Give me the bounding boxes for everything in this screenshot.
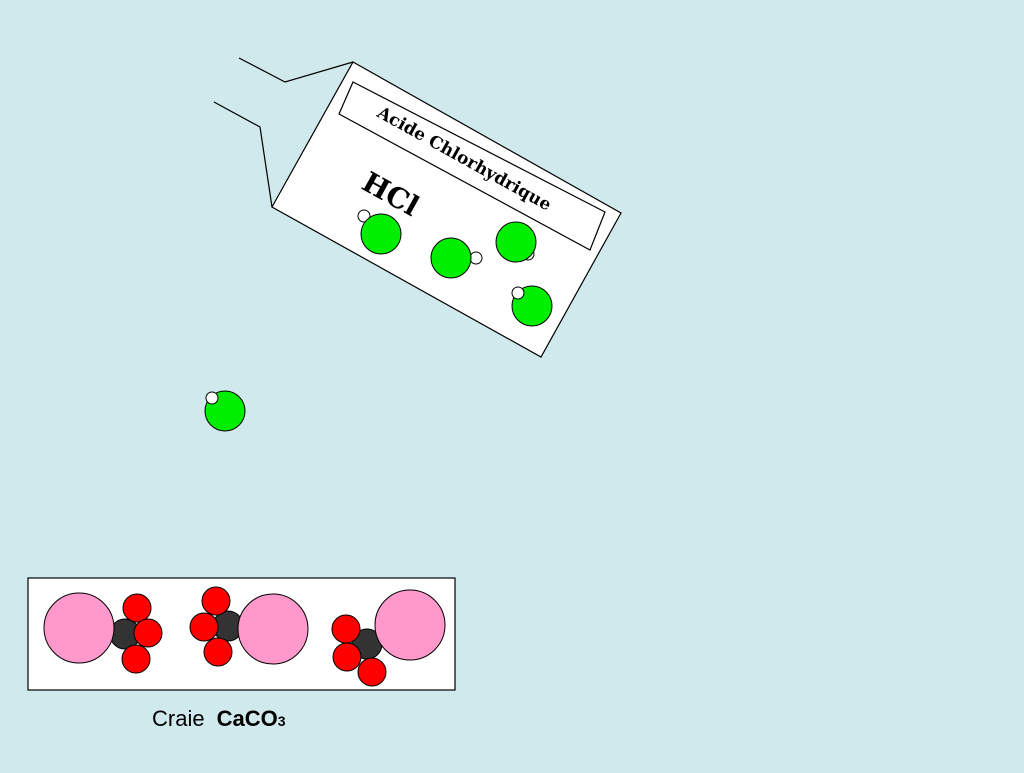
caco3-molecule bbox=[43, 592, 163, 674]
bottle-neck-top bbox=[238, 57, 354, 83]
hcl-molecule bbox=[495, 221, 537, 263]
chalk-formula-subscript: 3 bbox=[277, 713, 286, 729]
caco3-molecule bbox=[331, 589, 446, 687]
chalk-block bbox=[27, 577, 456, 691]
chalk-name: Craie bbox=[152, 706, 205, 731]
bottle-neck-bottom bbox=[213, 101, 273, 208]
hcl-molecule bbox=[511, 285, 553, 327]
hcl-molecule bbox=[430, 237, 483, 279]
bottle-body bbox=[271, 61, 622, 358]
hcl-molecule bbox=[357, 209, 402, 255]
bottle-label-box bbox=[338, 81, 606, 251]
acid-bottle: Acide Chlorhydrique HCl bbox=[213, 57, 622, 358]
chalk-formula: CaCO3 bbox=[217, 706, 286, 731]
chalk-caption: Craie CaCO3 bbox=[152, 706, 286, 732]
chalk-formula-main: CaCO bbox=[216, 706, 278, 731]
caco3-molecule bbox=[189, 586, 309, 667]
falling-hcl-molecule bbox=[204, 390, 246, 432]
